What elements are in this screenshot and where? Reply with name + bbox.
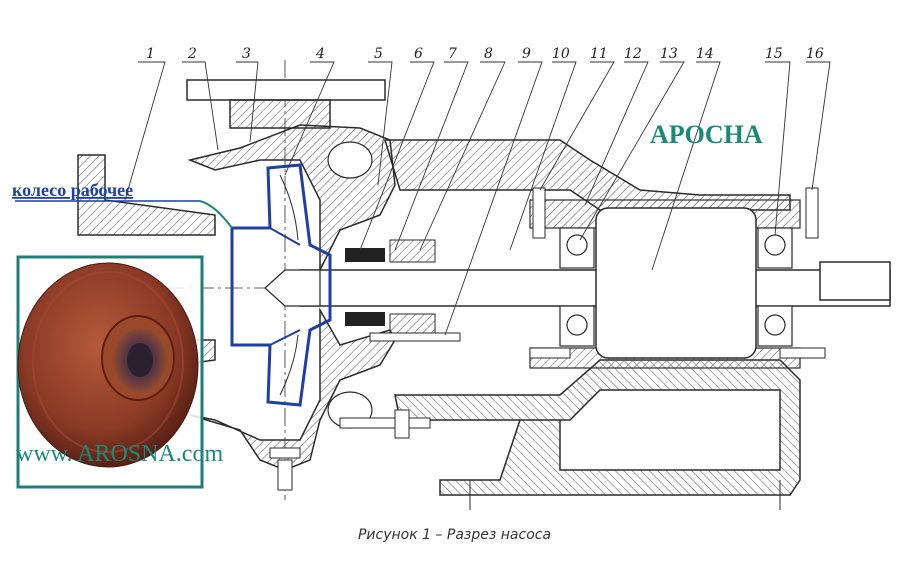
callout-7: 7 xyxy=(448,46,457,62)
callout-5: 5 xyxy=(374,46,383,62)
callout-10: 10 xyxy=(552,46,570,62)
callout-2: 2 xyxy=(187,46,197,62)
callout-8: 8 xyxy=(484,46,493,62)
shaft xyxy=(299,207,891,359)
callout-9: 9 xyxy=(522,46,531,62)
discharge-flange xyxy=(186,79,386,129)
callout-numbers: 1 2 3 4 5 6 7 8 9 10 11 12 13 14 15 16 xyxy=(146,46,824,62)
callout-1: 1 xyxy=(146,46,155,62)
impeller-photo xyxy=(16,255,204,489)
callout-14: 14 xyxy=(696,46,714,62)
callout-15: 15 xyxy=(765,46,783,62)
callout-6: 6 xyxy=(414,46,423,62)
bolts xyxy=(269,187,826,491)
callout-12: 12 xyxy=(624,46,642,62)
bearing-left xyxy=(559,227,595,347)
callout-16: 16 xyxy=(806,46,824,62)
figure-caption: Рисунок 1 – Разрез насоса xyxy=(357,527,552,543)
shaft-seal xyxy=(345,239,436,337)
callout-11: 11 xyxy=(590,46,608,62)
volute-casing xyxy=(187,124,396,471)
callout-leaders xyxy=(124,61,831,336)
watermark-url: www. AROSNA.com xyxy=(16,441,223,467)
callout-13: 13 xyxy=(660,46,678,62)
impeller-outline xyxy=(230,163,332,407)
impeller-label: колесо рабочее xyxy=(12,180,133,200)
impeller-leader-curve xyxy=(199,200,233,229)
callout-4: 4 xyxy=(315,46,325,62)
callout-3: 3 xyxy=(242,46,251,62)
watermark-title: APOCHA xyxy=(650,120,763,149)
